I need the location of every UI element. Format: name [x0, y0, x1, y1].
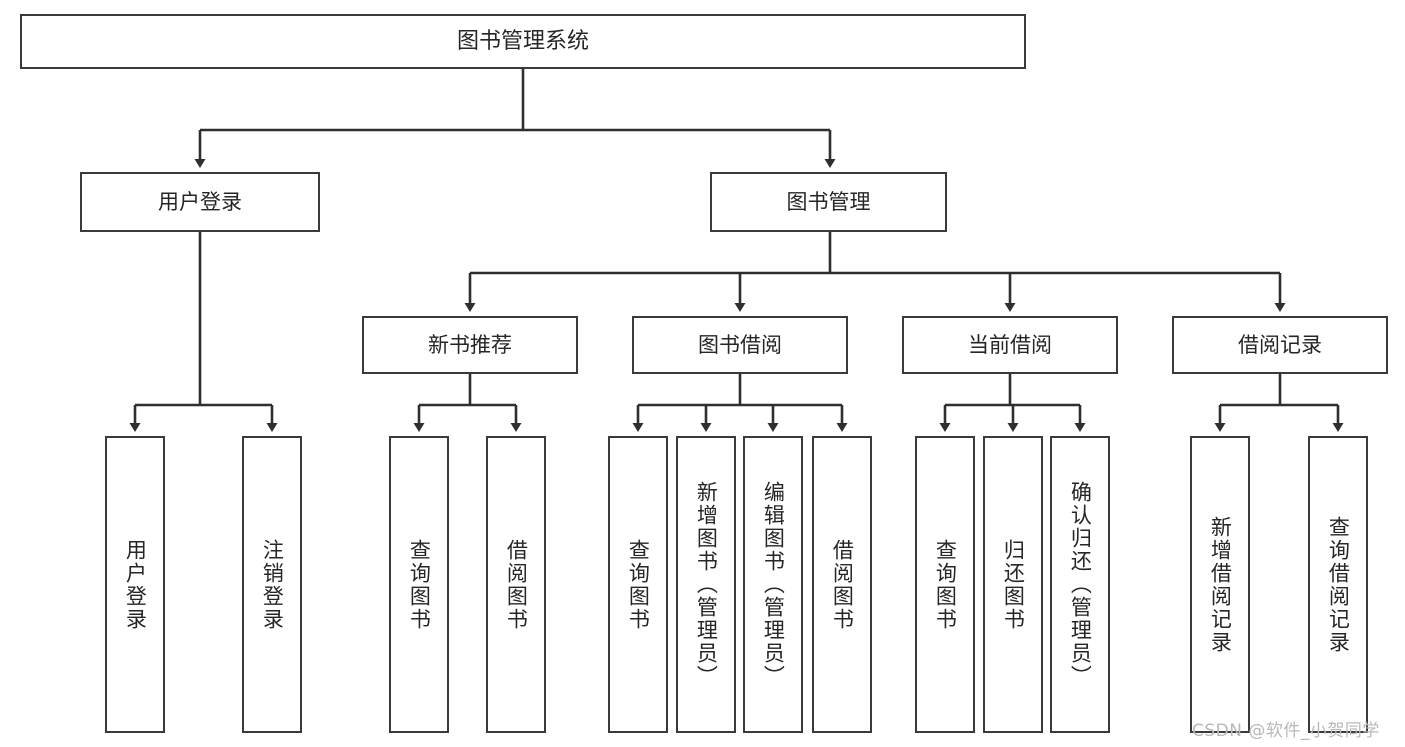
node-leaf-query-book-3-label: 查询图书	[933, 538, 958, 631]
node-user-login-label: 用户登录	[158, 189, 242, 214]
node-book-borrow-label: 图书借阅	[698, 332, 782, 357]
node-leaf-query-record[interactable]: 查询借阅记录	[1308, 436, 1368, 733]
node-leaf-borrow-book-1-label: 借阅图书	[504, 538, 529, 631]
node-leaf-add-record[interactable]: 新增借阅记录	[1190, 436, 1250, 733]
node-leaf-logout[interactable]: 注销登录	[242, 436, 302, 733]
node-root[interactable]: 图书管理系统	[20, 14, 1026, 69]
node-leaf-return-book[interactable]: 归还图书	[983, 436, 1043, 733]
node-leaf-borrow-book-2[interactable]: 借阅图书	[812, 436, 872, 733]
node-leaf-add-book[interactable]: 新增图书（管理员）	[676, 436, 736, 733]
node-current-borrow[interactable]: 当前借阅	[902, 316, 1118, 374]
node-new-book-recommend-label: 新书推荐	[428, 332, 512, 357]
node-leaf-confirm-return-label: 确认归还（管理员）	[1068, 481, 1093, 688]
node-leaf-query-book-2[interactable]: 查询图书	[608, 436, 668, 733]
node-leaf-confirm-return[interactable]: 确认归还（管理员）	[1050, 436, 1110, 733]
node-leaf-add-book-label: 新增图书（管理员）	[694, 481, 719, 688]
node-leaf-query-book-1[interactable]: 查询图书	[389, 436, 449, 733]
node-leaf-query-book-3[interactable]: 查询图书	[915, 436, 975, 733]
node-borrow-record[interactable]: 借阅记录	[1172, 316, 1388, 374]
node-user-login[interactable]: 用户登录	[80, 172, 320, 232]
node-leaf-add-record-label: 新增借阅记录	[1208, 515, 1233, 654]
watermark: CSDN @软件_小贺同学	[1192, 721, 1380, 741]
node-leaf-borrow-book-1[interactable]: 借阅图书	[486, 436, 546, 733]
node-leaf-edit-book[interactable]: 编辑图书（管理员）	[743, 436, 803, 733]
node-new-book-recommend[interactable]: 新书推荐	[362, 316, 578, 374]
node-leaf-edit-book-label: 编辑图书（管理员）	[761, 481, 786, 688]
node-root-label: 图书管理系统	[456, 28, 589, 54]
node-leaf-query-record-label: 查询借阅记录	[1326, 515, 1351, 654]
node-current-borrow-label: 当前借阅	[968, 332, 1052, 357]
node-leaf-logout-label: 注销登录	[260, 538, 285, 631]
node-borrow-record-label: 借阅记录	[1238, 332, 1322, 357]
node-leaf-query-book-1-label: 查询图书	[407, 538, 432, 631]
node-leaf-user-login-label: 用户登录	[123, 538, 148, 631]
node-leaf-query-book-2-label: 查询图书	[626, 538, 651, 631]
node-leaf-user-login[interactable]: 用户登录	[105, 436, 165, 733]
node-book-manage[interactable]: 图书管理	[710, 172, 947, 232]
node-book-manage-label: 图书管理	[786, 189, 871, 214]
node-book-borrow[interactable]: 图书借阅	[632, 316, 848, 374]
node-leaf-borrow-book-2-label: 借阅图书	[830, 538, 855, 631]
node-leaf-return-book-label: 归还图书	[1001, 538, 1026, 631]
